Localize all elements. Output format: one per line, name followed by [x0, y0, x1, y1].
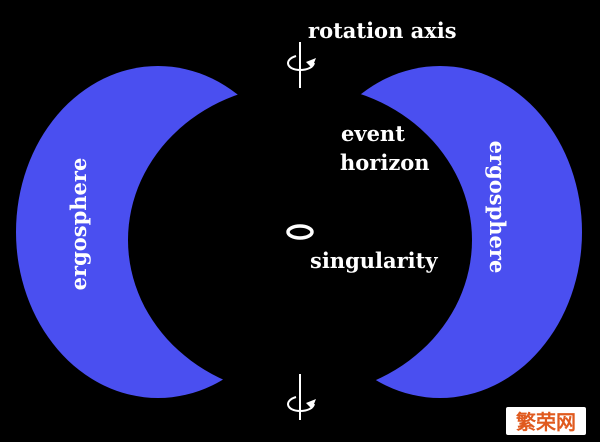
- ergosphere-left-label: ergosphere: [66, 158, 91, 291]
- ring-icon: [286, 224, 314, 240]
- event-horizon: [128, 84, 472, 396]
- rotation-axis-label: rotation axis: [308, 18, 457, 43]
- ergosphere-right-label: ergosphere: [485, 141, 510, 274]
- rotation-arrow-icon: [287, 396, 316, 413]
- watermark: 繁荣网: [506, 407, 586, 435]
- watermark-text: 繁荣网: [516, 410, 576, 434]
- event-horizon-label-line2: horizon: [340, 150, 430, 175]
- rotation-arrow-icon: [287, 55, 316, 72]
- singularity-label: singularity: [310, 248, 438, 273]
- event-horizon-label-line1: event: [341, 121, 405, 146]
